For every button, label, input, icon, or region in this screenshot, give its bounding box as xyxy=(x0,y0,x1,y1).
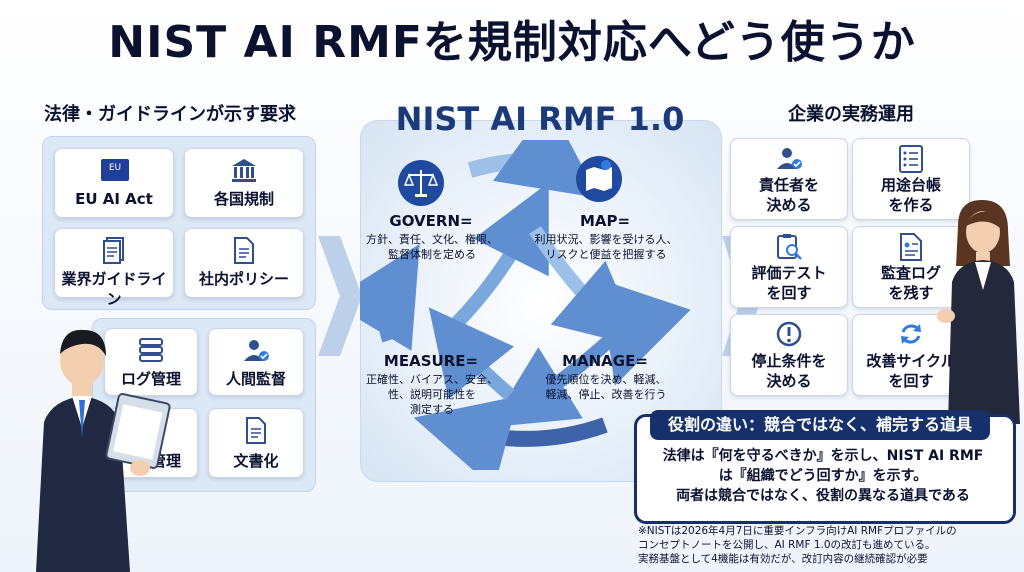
map-desc-line: リスクと便益を把握する xyxy=(545,248,667,261)
map-description: 利用状況、影響を受ける人、 リスクと便益を把握する xyxy=(526,232,686,262)
card-internal-policy: 社内ポリシー xyxy=(184,228,304,298)
left-heading: 法律・ガイドラインが示す要求 xyxy=(44,104,296,125)
refresh-icon xyxy=(901,324,921,344)
footnote-line: 実務基盤として4機能は有効だが、改訂内容の継続確認が必要 xyxy=(638,553,928,565)
measure-label: MEASURE= xyxy=(383,352,479,370)
govern-desc-line: 方針、責任、文化、権限、 xyxy=(366,233,498,246)
measure-desc-line: 正確性、バイアス、安全、 xyxy=(366,373,498,386)
businesswoman-illustration xyxy=(937,200,1020,424)
footnote-line: ※NISTは2026年4月7日に重要インフラ向けAI RMFプロファイルの xyxy=(638,525,957,537)
document-icon xyxy=(246,417,266,444)
card-industry-guideline: 業界ガイドライン xyxy=(54,228,174,308)
card-label: 業界ガイドライン xyxy=(61,270,167,308)
clipboard-search-icon xyxy=(777,234,802,260)
footnote: ※NISTは2026年4月7日に重要インフラ向けAI RMFプロファイルの コン… xyxy=(638,524,1020,566)
card-label: 各国規制 xyxy=(213,190,274,208)
map-label: MAP= xyxy=(579,212,631,230)
card-log-management: ログ管理 xyxy=(104,328,198,396)
role-line: 法律は『何を守るべきか』を示し、NIST AI RMF xyxy=(662,448,984,464)
card-use-case-ledger: 用途台帳を作る xyxy=(852,138,970,220)
card-label: 社内ポリシー xyxy=(198,270,289,288)
businessman-illustration xyxy=(36,329,171,572)
alert-icon xyxy=(776,321,802,347)
card-label: 監査ログを残す xyxy=(880,264,941,302)
footnote-line: コンセプトノートを公開し、AI RMF 1.0の改訂も進めている。 xyxy=(638,539,936,551)
user-check-icon xyxy=(244,340,269,361)
measure-desc-line: 性、説明可能性を xyxy=(388,388,476,401)
role-tag: 役割の違い：競合ではなく、補完する道具 xyxy=(650,410,990,440)
card-stop-condition: 停止条件を決める xyxy=(730,314,848,396)
card-eu-ai-act: EU EU AI Act xyxy=(54,148,174,218)
card-assign-owner: 責任者を決める xyxy=(730,138,848,220)
government-building-icon xyxy=(232,159,256,182)
card-label: 人間監督 xyxy=(225,370,286,388)
role-line: は『組織でどう回すか』を示す。 xyxy=(718,468,928,484)
scales-icon xyxy=(398,160,444,206)
id-document-icon xyxy=(900,233,922,261)
card-evaluation-test: 評価テストを回す xyxy=(730,226,848,308)
list-icon xyxy=(899,145,923,173)
card-label: ログ管理 xyxy=(120,370,181,388)
manage-desc-line: 軽減、停止、改善を行う xyxy=(545,388,667,401)
rmf-title: NIST AI RMF 1.0 xyxy=(395,100,685,138)
measure-description: 正確性、バイアス、安全、 性、説明可能性を 測定する xyxy=(352,372,512,417)
right-heading: 企業の実務運用 xyxy=(788,104,914,125)
govern-desc-line: 監督体制を定める xyxy=(388,248,476,261)
card-label: 文書化 xyxy=(233,452,279,470)
card-human-oversight: 人間監督 xyxy=(208,328,304,396)
card-label: 責任者を決める xyxy=(758,176,819,214)
role-text: 法律は『何を守るべきか』を示し、NIST AI RMF は『組織でどう回すか』を… xyxy=(640,446,1006,506)
manage-description: 優先順位を決め、軽減、 軽減、停止、改善を行う xyxy=(526,372,686,402)
govern-description: 方針、責任、文化、権限、 監督体制を定める xyxy=(352,232,512,262)
card-label: 評価テストを回す xyxy=(751,264,827,302)
map-icon xyxy=(576,156,622,202)
eu-badge-text: EU xyxy=(108,163,122,173)
card-national-regulation: 各国規制 xyxy=(184,148,304,218)
card-label: EU AI Act xyxy=(75,190,153,208)
manage-desc-line: 優先順位を決め、軽減、 xyxy=(545,373,667,386)
card-label: 改善サイクルを回す xyxy=(866,352,956,390)
card-label: 停止条件を決める xyxy=(751,352,827,390)
chevron-right-icon xyxy=(318,236,362,356)
card-audit-log: 監査ログを残す xyxy=(852,226,970,308)
card-documentation: 文書化 xyxy=(208,408,304,478)
user-check-icon xyxy=(777,148,802,169)
measure-desc-line: 測定する xyxy=(410,403,454,416)
role-line: 両者は競合ではなく、役割の異なる道具である xyxy=(676,488,970,504)
document-icon xyxy=(234,237,254,264)
manage-label: MANAGE= xyxy=(562,352,648,370)
documents-icon xyxy=(103,237,124,264)
database-icon xyxy=(139,338,163,362)
page-title: NIST AI RMFを規制対応へどう使うか xyxy=(108,17,916,68)
eu-flag-icon: EU xyxy=(101,159,129,181)
cycle-arrows xyxy=(360,140,691,470)
govern-label: GOVERN= xyxy=(389,212,473,230)
card-label: 用途台帳を作る xyxy=(880,176,941,214)
map-desc-line: 利用状況、影響を受ける人、 xyxy=(534,233,678,246)
